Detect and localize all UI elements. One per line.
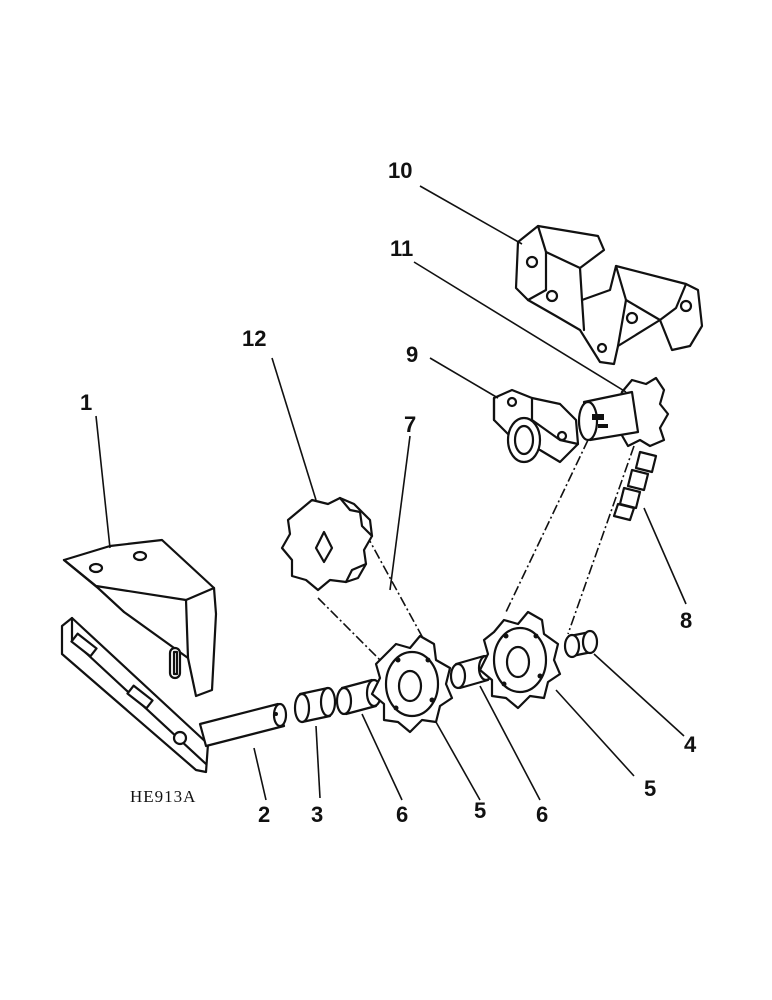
drive-chains [317, 439, 635, 661]
part-5-sprocket-right [478, 610, 562, 710]
callout-7: 7 [404, 412, 416, 437]
part-10-bracket [514, 224, 704, 366]
callout-8: 8 [680, 608, 692, 633]
callout-3: 3 [311, 802, 323, 827]
callout-1: 1 [80, 390, 92, 415]
callout-10: 10 [388, 158, 412, 183]
part-6-bushing-right [449, 654, 495, 690]
part-2-plate-with-pin [60, 616, 288, 774]
part-8-chain-links [612, 450, 658, 522]
callout-9: 9 [406, 342, 418, 367]
figure-code: HE913A [130, 787, 196, 806]
callout-5-right: 5 [644, 776, 656, 801]
part-5-sprocket-left [370, 634, 454, 734]
part-11-shaft-sprocket [577, 376, 670, 448]
part-9-bearing-block [492, 388, 580, 464]
callout-5-left: 5 [474, 798, 486, 823]
callout-12: 12 [242, 326, 266, 351]
callout-2: 2 [258, 802, 270, 827]
callout-4: 4 [684, 732, 697, 757]
leader-lines [95, 185, 687, 801]
callout-6-left: 6 [396, 802, 408, 827]
callout-6-right: 6 [536, 802, 548, 827]
part-1-bracket [62, 538, 218, 698]
part-12-sprocket [280, 496, 374, 592]
callout-labels: 1 2 3 6 5 6 5 4 8 7 12 9 11 10 HE913A [80, 158, 697, 827]
part-4-collar [563, 629, 599, 659]
part-3-spacer [293, 686, 337, 724]
callout-11: 11 [390, 236, 413, 261]
